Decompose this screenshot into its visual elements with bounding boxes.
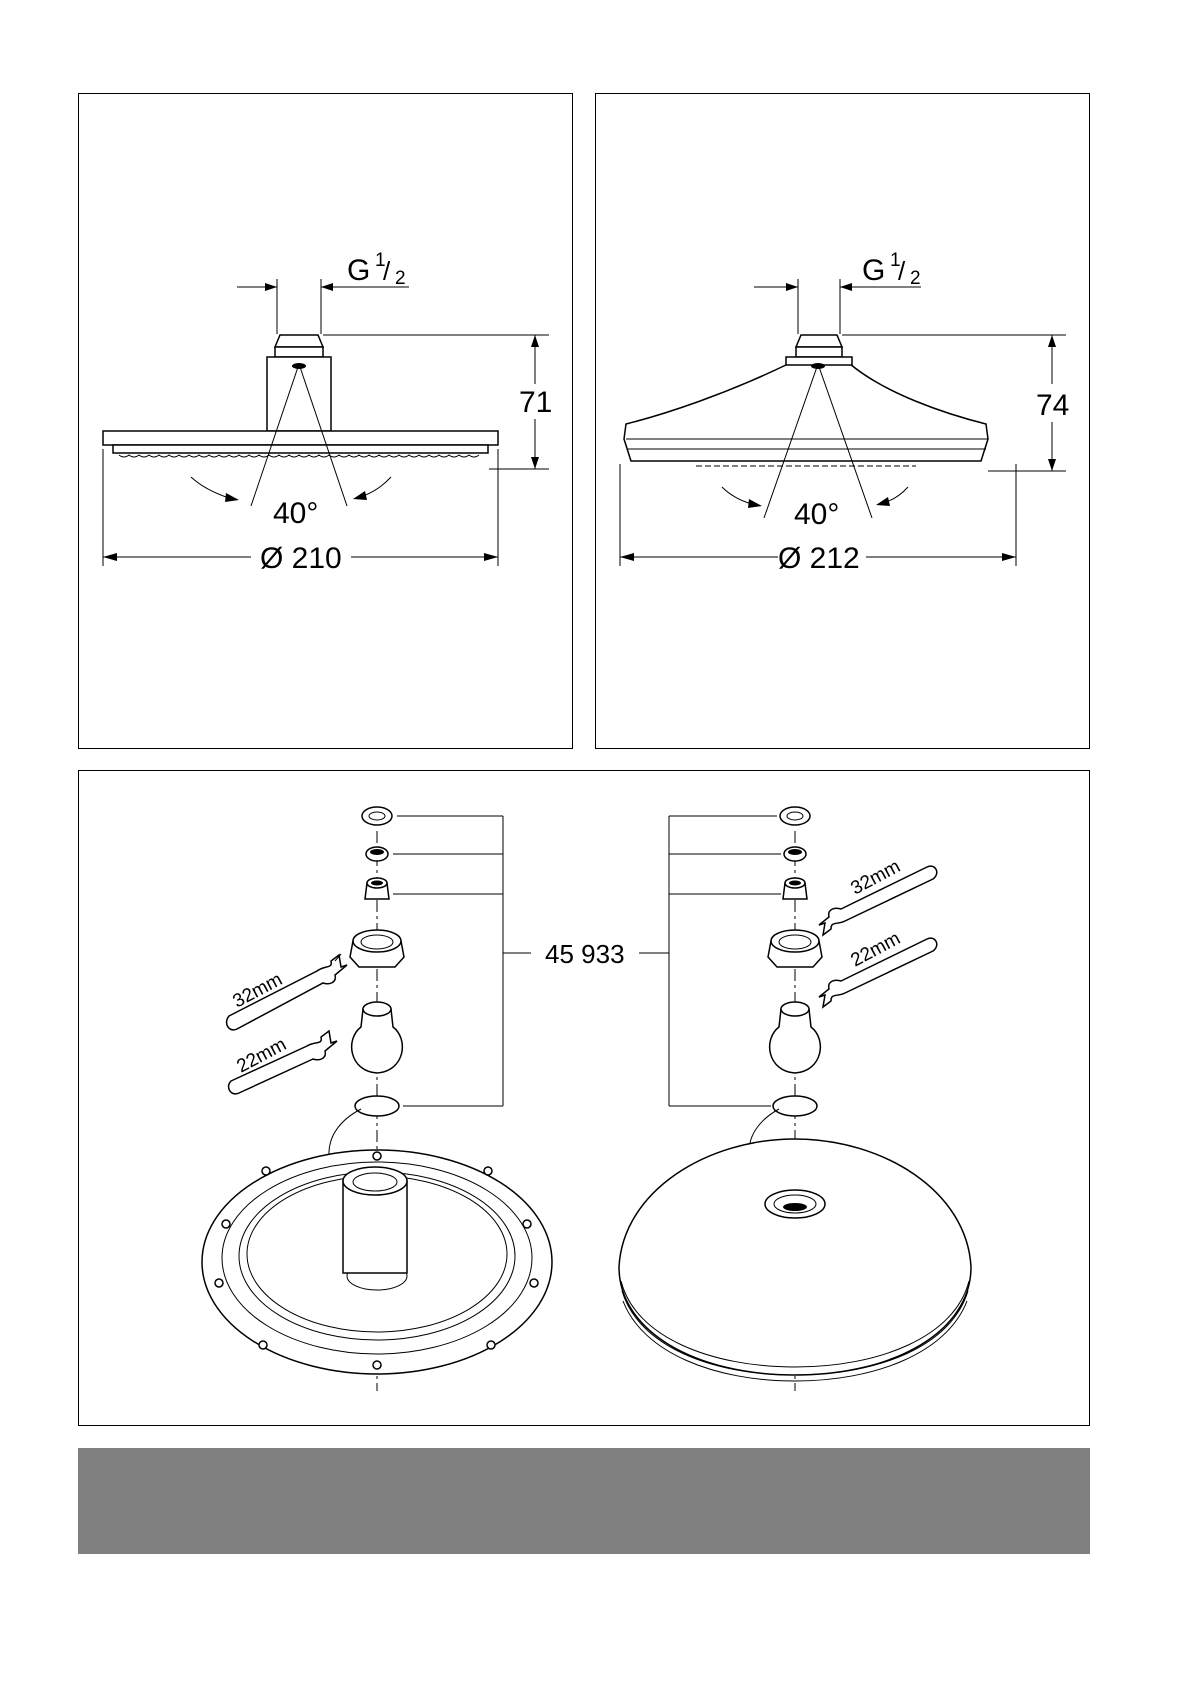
spray-angle-label: 40° [273,497,318,530]
wrench-32mm-left: 32mm [227,954,347,1030]
ball-joint [352,1009,403,1073]
diameter-label: Ø 212 [778,542,860,575]
left-parts-stack [350,807,404,1116]
wrench-22mm-right: 22mm [819,928,937,1007]
nozzle-row [119,455,479,457]
o-ring [355,1096,399,1116]
exploded-view-panel: 32mm 22mm 45 933 [78,770,1090,1426]
thread-denominator: 2 [910,268,921,289]
dimension-panel-left: G 1 / 2 71 40° Ø [78,93,573,749]
dome-body [624,364,988,461]
spray-angle-label: 40° [794,498,839,531]
svg-text:/: / [383,256,391,286]
o-ring [773,1096,817,1116]
thread-label: G [862,254,885,287]
wrench-32mm-right: 32mm [819,856,937,935]
washer [780,807,810,825]
diameter-label: Ø 210 [260,542,342,575]
washer [362,807,392,825]
connector-nut [275,335,323,347]
part-number-label: 45 933 [545,939,625,969]
ball-joint [770,1009,821,1073]
thread-denominator: 2 [395,268,406,289]
height-label: 71 [519,386,552,419]
wrench-22mm-left: 22mm [229,1031,337,1094]
shower-head-flat-drawing: G 1 / 2 71 40° Ø [79,94,574,750]
exploded-assembly-drawing: 32mm 22mm 45 933 [79,771,1091,1427]
flat-shower-plate [202,1150,552,1374]
connector-nut [796,335,842,347]
height-label: 74 [1036,389,1069,422]
right-parts-stack [768,807,822,1116]
thread-label: G [347,254,370,287]
dimension-panel-right: G 1 / 2 74 40° Ø [595,93,1090,749]
dome-shower-plate [619,1139,971,1381]
svg-text:/: / [898,256,906,286]
shower-plate [103,431,498,445]
footer-grey-band [78,1448,1090,1554]
shower-head-dome-drawing: G 1 / 2 74 40° Ø [596,94,1091,750]
